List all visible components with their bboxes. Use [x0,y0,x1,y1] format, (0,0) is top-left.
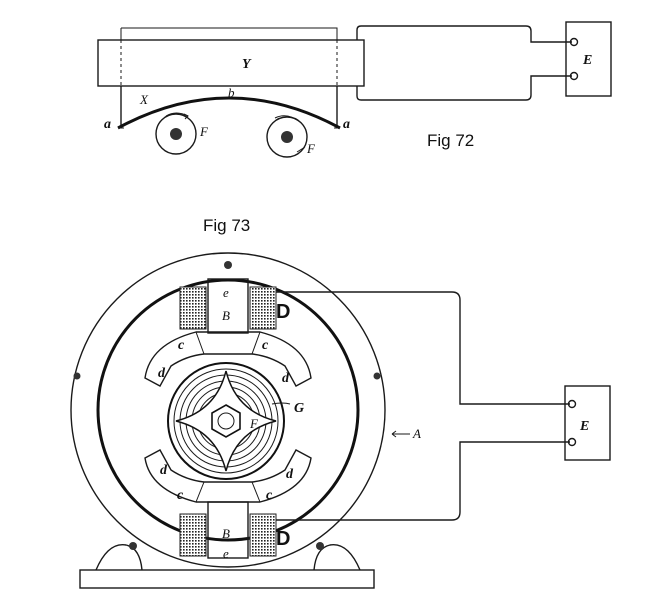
shaft-hole [217,412,235,430]
top-coil-left [179,286,207,330]
label-y: Y [242,57,252,72]
label-f: F [249,416,259,431]
bolt-left [73,372,81,380]
wheel-left [155,112,197,155]
left-foot [95,544,143,571]
label-x: X [139,92,149,107]
fig72: Y X b a a F F E Fig 72 [97,21,612,158]
label-c-tl: c [178,338,185,353]
bolt-right [373,372,381,380]
terminal-top [569,37,579,47]
leader-a-arrow [391,430,397,438]
label-a: A [412,426,421,441]
top-coil-right [249,286,277,330]
label-e-top: e [223,285,229,300]
label-d-left: d [158,366,166,381]
wheel-right [266,115,308,158]
top-shoe-divisions [195,331,261,355]
wire-top-73 [276,291,570,405]
label-c-tr: c [262,338,269,353]
bottom-pole-core [207,501,249,559]
label-b: b [228,85,235,100]
fig73-caption: Fig 73 [203,216,250,235]
label-a-left: a [104,117,111,132]
label-c-bl: c [177,488,184,503]
label-c-br: c [266,488,273,503]
wire-bottom-73 [276,441,570,521]
bottom-shoe-divisions [195,481,261,503]
terminal-top-73 [567,399,577,409]
outer-frame [70,252,386,568]
bolt-top [224,261,232,269]
shaft-hex-f [211,404,241,438]
label-e-72: E [582,53,592,68]
label-a-right: a [343,117,350,132]
label-d-top: D [276,301,290,323]
wire-bottom [356,75,572,101]
bolt-bottom-right [316,542,324,550]
base-plate [79,569,375,589]
right-foot [313,544,361,571]
fig73: e B D c c d d G F A d d c c B e D E [70,252,611,589]
armature-x [120,86,338,128]
terminal-bottom [569,71,579,81]
magnet-bar-y [97,39,365,87]
label-d-br: d [286,467,294,482]
source-e-box-73 [564,385,611,461]
label-d-bl: d [160,463,168,478]
bottom-coil-left [179,513,207,557]
label-f-left: F [199,124,209,139]
fig72-caption: Fig 72 [427,131,474,150]
bottom-coil-right [249,513,277,557]
inner-ring [96,278,360,542]
label-b-top: B [222,308,230,323]
bolt-bottom-left [129,542,137,550]
top-pole-shoe [144,331,312,387]
source-e-box [565,21,612,97]
label-g: G [294,401,304,416]
label-e-bottom: e [223,546,229,561]
label-b-bottom: B [222,526,230,541]
wire-top [356,25,572,43]
curved-face-b [117,96,341,130]
label-f-right: F [306,141,316,156]
label-e-73: E [579,419,589,434]
label-d-bottom: D [276,528,290,550]
magnet-core-outline [120,27,338,40]
terminal-bottom-73 [567,437,577,447]
label-d-right: d [282,371,290,386]
bottom-pole-shoe [144,449,312,503]
leader-g [271,402,291,405]
top-pole-core [207,278,249,334]
